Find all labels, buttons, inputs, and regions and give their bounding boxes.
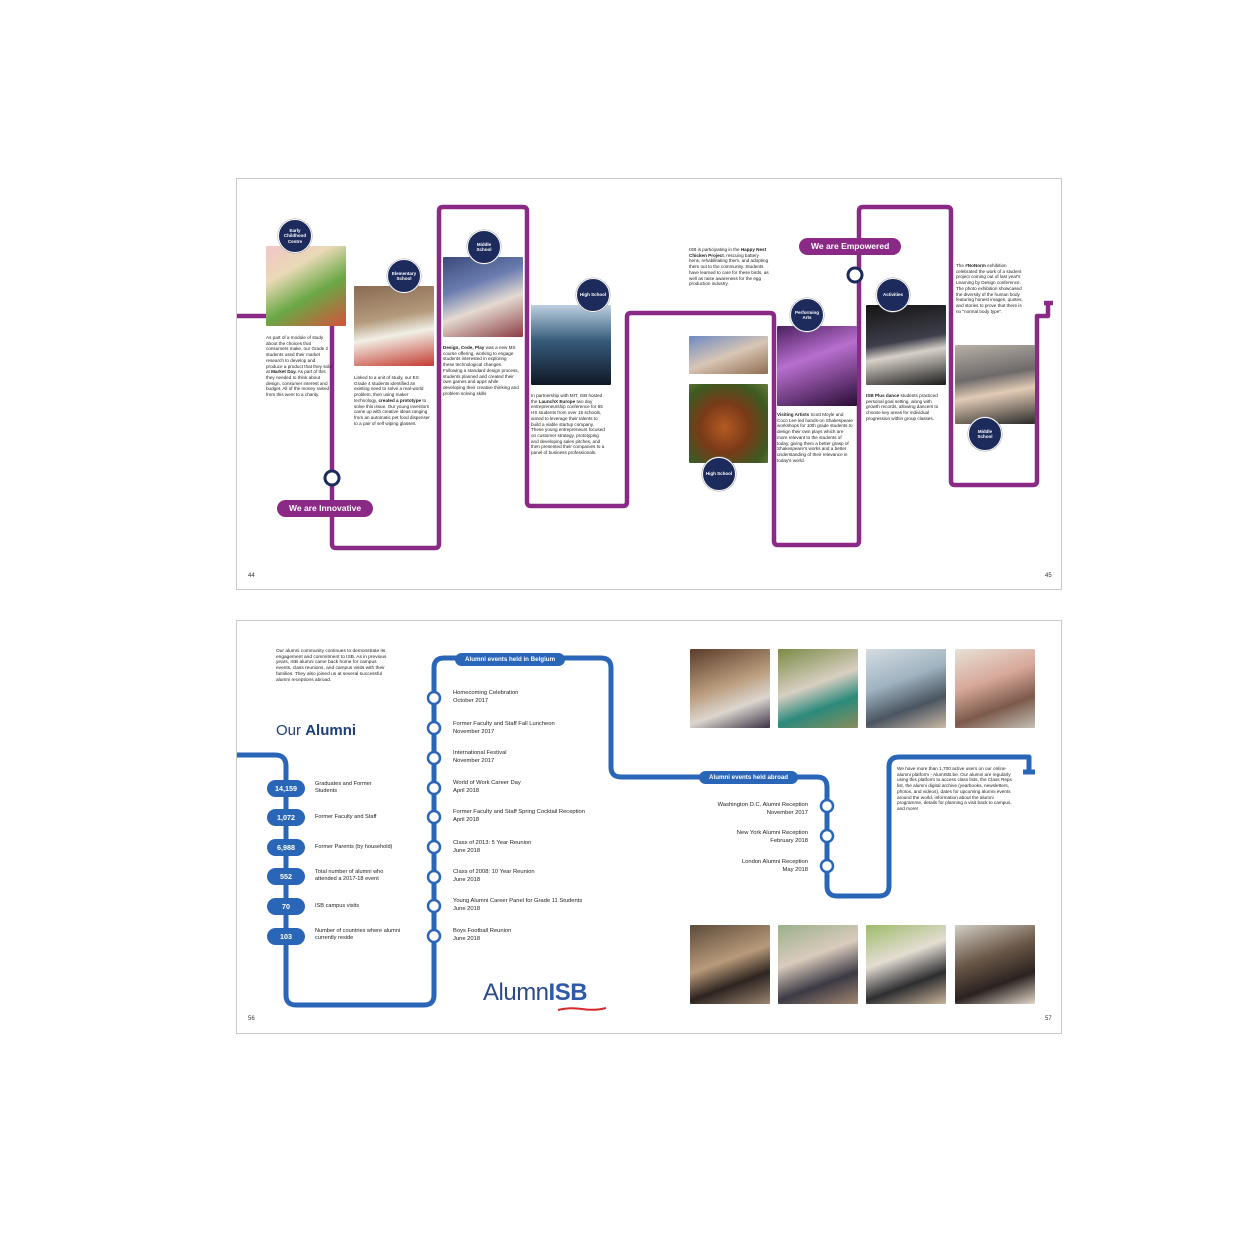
photo-launchx xyxy=(531,305,611,385)
bubble-high-school-1: High School xyxy=(576,278,610,312)
bubble-middle-school-1: Middle School xyxy=(467,230,501,264)
photo-nonorm xyxy=(955,345,1035,424)
stat-label: ISB campus visits xyxy=(315,903,360,909)
photo-visiting-artists xyxy=(777,326,857,406)
station-dot xyxy=(323,469,341,487)
stat-value: 552 xyxy=(267,868,305,885)
text-middle-school: Design, Code, Play was a new MS course o… xyxy=(443,345,519,396)
alumni-platform-text: We have more than 1,700 active users on … xyxy=(897,766,1012,811)
event-item: Young Alumni Career Panel for Grade 11 S… xyxy=(453,898,583,912)
stat-value: 103 xyxy=(267,928,305,945)
text-activities: ISB Plus dance students practiced person… xyxy=(866,393,939,421)
alumnisb-logo: AlumnISB xyxy=(483,979,607,1011)
stat-value: 6,988 xyxy=(267,839,305,856)
stat-value: 1,072 xyxy=(267,809,305,826)
logo-swoosh xyxy=(557,1007,607,1011)
bubble-activities: Activities xyxy=(876,278,910,312)
stat-value: 14,159 xyxy=(267,780,305,797)
event-item: Former Faculty and Staff Spring Cocktail… xyxy=(453,809,585,823)
bubble-early-childhood: Early Childhood Centre xyxy=(278,219,312,253)
pill-events-abroad: Alumni events held abroad xyxy=(699,771,799,784)
text-elementary: Linked to a unit of study, our ES Grade … xyxy=(354,375,430,426)
pill-we-are-innovative: We are Innovative xyxy=(277,500,374,517)
blue-track-line xyxy=(237,655,1035,1008)
photo-chicken xyxy=(689,384,768,463)
photo-students-chicken xyxy=(689,336,768,374)
alumni-photo xyxy=(778,649,858,728)
page-number-left: 56 xyxy=(248,1016,255,1022)
text-high-school: In partnership with MIT, ISB hosted the … xyxy=(531,393,605,456)
page-number-left: 44 xyxy=(248,573,255,579)
bubble-high-school-2: High School xyxy=(702,457,736,491)
pill-events-belgium: Alumni events held in Belgium xyxy=(455,653,566,666)
station-dot xyxy=(846,266,864,284)
alumni-photo xyxy=(690,925,770,1004)
stat-value: 70 xyxy=(267,898,305,915)
stat-label: Total number of alumni who attended a 20… xyxy=(315,869,384,882)
alumni-intro-text: Our alumni community continues to demons… xyxy=(276,649,387,683)
stat-label: Number of countries where alumni current… xyxy=(315,928,401,941)
bubble-elementary: Elementary School xyxy=(387,259,421,293)
bubble-middle-school-2: Middle School xyxy=(968,417,1002,451)
spread-pages-44-45: We are Innovative We are Empowered Early… xyxy=(236,178,1062,590)
photo-dance xyxy=(866,305,946,385)
bubble-performing-arts: Performing Arts xyxy=(790,298,824,332)
stat-label: Former Faculty and Staff xyxy=(315,814,377,820)
page-number-right: 57 xyxy=(1045,1016,1052,1022)
pill-we-are-empowered: We are Empowered xyxy=(799,238,902,255)
alumni-photo xyxy=(955,649,1035,728)
stat-label: Former Parents (by household) xyxy=(315,844,393,850)
alumni-photo xyxy=(955,925,1035,1004)
stat-label: Graduates and Former Students xyxy=(315,781,372,794)
alumni-photo xyxy=(778,925,858,1004)
text-performing-arts: Visiting Artists Scott Moyle and Coco Le… xyxy=(777,412,853,463)
alumni-photo xyxy=(866,925,946,1004)
photo-prototype xyxy=(354,286,434,366)
alumni-photo xyxy=(866,649,946,728)
text-chicken-project: ISB is participating in the Happy Nest C… xyxy=(689,247,769,287)
page-title: Our Alumni xyxy=(276,722,357,739)
alumni-photo xyxy=(690,649,770,728)
purple-track-line xyxy=(237,204,1053,551)
photo-market-day xyxy=(266,246,346,326)
photo-design-code-play xyxy=(443,257,523,337)
text-nonorm: The #NoNorm exhibition celebrated the wo… xyxy=(956,263,1023,314)
page-number-right: 45 xyxy=(1045,573,1052,579)
text-early-childhood: As part of a module of study about the c… xyxy=(266,335,332,398)
spread-pages-56-57: Our alumni community continues to demons… xyxy=(236,620,1062,1034)
